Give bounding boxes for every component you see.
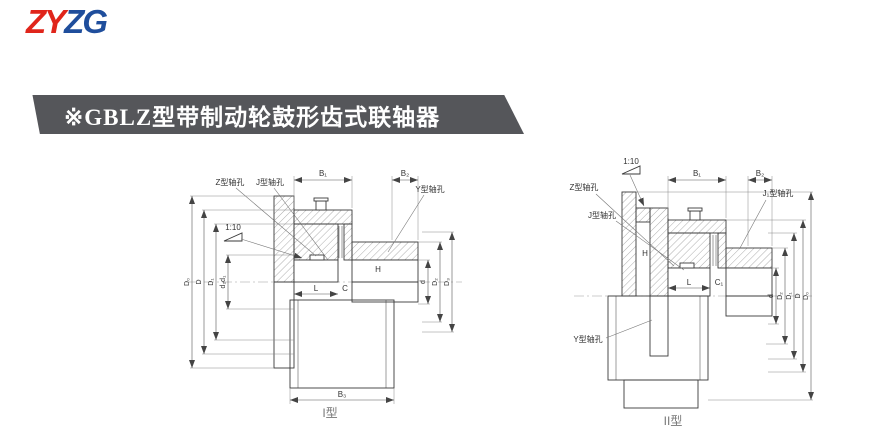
dimension-lines: B₁ B₂ d D₂ D₁ D D₀ L C₁ H bbox=[636, 169, 814, 401]
callout-j1-bore: J₁型轴孔 bbox=[763, 188, 794, 198]
callout-z-bore: Z型轴孔 bbox=[570, 182, 599, 192]
dim-label-D: D bbox=[196, 279, 203, 284]
figure-type-2-drawing: B₁ B₂ d D₂ D₁ D D₀ L C₁ H 1:10 Z型轴孔 bbox=[570, 157, 814, 409]
dim-label-D2: D₂ bbox=[432, 278, 439, 286]
callout-y-bore: Y型轴孔 bbox=[415, 184, 444, 194]
title-banner: ※GBLZ型带制动轮鼓形齿式联轴器 bbox=[32, 95, 524, 134]
dim-label-H: H bbox=[375, 265, 381, 274]
bore-callouts: 1:10 Z型轴孔 J型轴孔 J₁型轴孔 Y型轴孔 bbox=[570, 157, 794, 344]
taper-label: 1:10 bbox=[623, 157, 639, 166]
bolt bbox=[689, 210, 701, 221]
dim-label-d0: D₀ bbox=[184, 278, 191, 286]
taper-flag-icon bbox=[223, 232, 243, 242]
callout-j-bore: J型轴孔 bbox=[588, 210, 616, 220]
dim-label-D2: D₂ bbox=[777, 292, 784, 300]
dim-label-b3: B₃ bbox=[338, 390, 347, 399]
bore-callouts: Z型轴孔 J型轴孔 Y型轴孔 1:10 bbox=[216, 177, 445, 261]
dim-label-D3: D₃ bbox=[444, 278, 451, 286]
dim-label-L: L bbox=[687, 278, 692, 287]
page-title: ※GBLZ型带制动轮鼓形齿式联轴器 bbox=[64, 104, 441, 130]
callout-j-bore: J型轴孔 bbox=[256, 177, 284, 187]
dim-label-d: d bbox=[420, 280, 427, 284]
dim-label-b1: B₁ bbox=[693, 169, 701, 178]
brake-drum bbox=[289, 299, 395, 389]
dim-label-bore: d₂d₁ bbox=[220, 275, 227, 289]
figure-1-caption: I型 bbox=[322, 406, 338, 420]
dim-label-D1: D₁ bbox=[786, 292, 793, 300]
dimension-lines: B₁ B₂ B₃ D₀ D D₁ d₂d₁ d D₂ bbox=[184, 169, 455, 404]
dim-label-C1: C₁ bbox=[715, 278, 724, 287]
callout-z-bore: Z型轴孔 bbox=[216, 177, 245, 187]
dim-label-d0: D₀ bbox=[803, 292, 810, 300]
dim-label-C: C bbox=[342, 284, 348, 293]
dim-label-L: L bbox=[314, 284, 319, 293]
brand-logo: ZYZG bbox=[26, 3, 108, 40]
bolt bbox=[315, 200, 327, 211]
dim-label-D1: D₁ bbox=[208, 278, 215, 286]
dim-label-b2: B₂ bbox=[756, 169, 764, 178]
brake-drum bbox=[607, 295, 709, 381]
taper-label: 1:10 bbox=[225, 223, 241, 232]
coupling-body-section bbox=[273, 195, 419, 389]
dim-label-b1: B₁ bbox=[319, 169, 327, 178]
taper-flag-icon bbox=[621, 165, 641, 175]
dim-label-D: D bbox=[795, 293, 802, 298]
logo-text-zy: ZY bbox=[26, 3, 66, 40]
dim-label-H: H bbox=[642, 249, 648, 258]
dim-label-b2: B₂ bbox=[401, 169, 409, 178]
logo-text-zg: ZG bbox=[64, 3, 108, 40]
figure-type-1-drawing: B₁ B₂ B₃ D₀ D D₁ d₂d₁ d D₂ bbox=[184, 169, 462, 404]
callout-y-bore: Y型轴孔 bbox=[573, 334, 602, 344]
figure-2-caption: II型 bbox=[663, 414, 683, 428]
dim-label-d: d bbox=[768, 294, 775, 298]
coupling-body-section bbox=[607, 191, 773, 409]
